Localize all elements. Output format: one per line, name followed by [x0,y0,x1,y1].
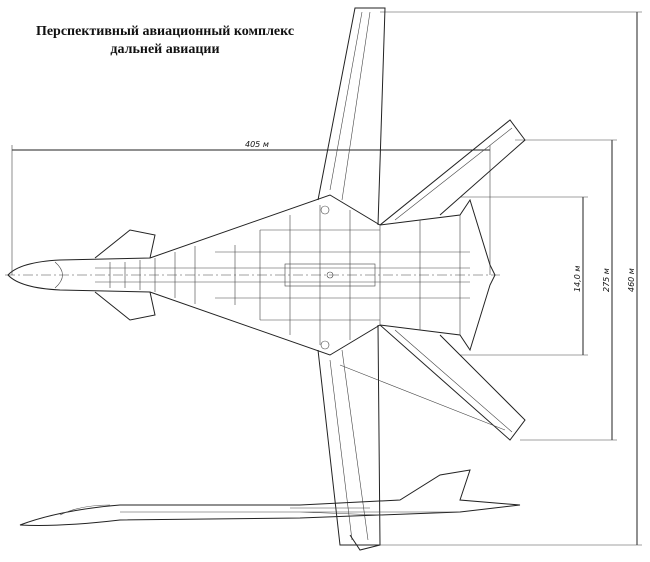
inner-span-dimension-label: 14,0 м [573,266,582,292]
length-dimension-label: 405 м [245,140,269,149]
aircraft-top-view [5,7,526,546]
aircraft-side-view [19,469,521,551]
dimension-lines [11,11,642,546]
wing-span-dimension-label: 460 м [627,268,636,292]
title-line-1: Перспективный авиационный комплекс [35,24,295,39]
title-line-2: дальней авиации [110,42,220,57]
tail-span-dimension-label: 275 м [602,268,611,292]
